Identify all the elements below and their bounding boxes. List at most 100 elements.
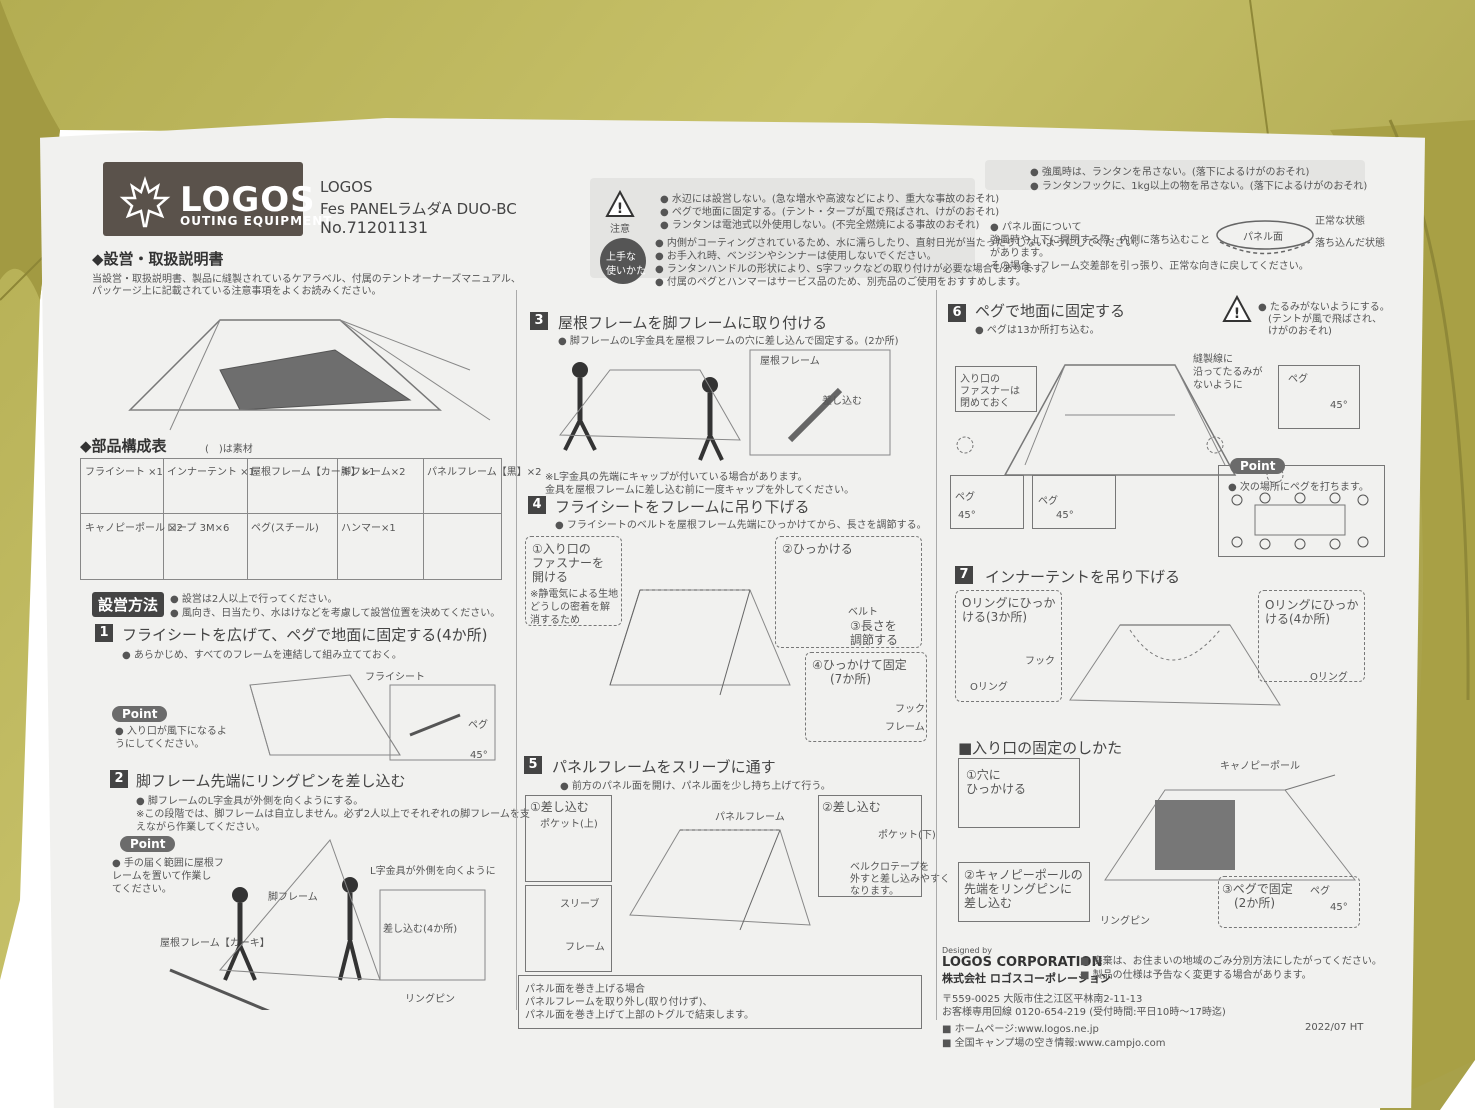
tip-line-1: ● 内側がコーティングされているため、水に濡らしたり、直射日光が当たったりしない… (655, 238, 1145, 249)
logo-wordmark: LOGOS (180, 180, 316, 220)
step-4-adjust-line1: ③長さを (850, 619, 897, 633)
wind-warning-1: ● 強風時は、ランタンを吊さない。(落下によるけがのおそれ) (1030, 167, 1310, 178)
step-4-belt-label: ベルト (848, 607, 878, 618)
step-4-zipper-line2: ファスナーを (532, 556, 605, 570)
step-7-title: インナーテントを吊り下げる (985, 568, 1181, 586)
step-6-angle-label: 45° (1330, 400, 1348, 411)
step-3-label-insert: 差し込む (822, 396, 862, 407)
usage-tip-line2: 使いかた (606, 266, 646, 277)
part-peg: ペグ(スチール) (251, 523, 319, 534)
warning-line-1: ● 水辺には設営しない。(急な増水や高波などにより、重大な事故のおそれ) (660, 194, 1000, 205)
tip-line-4: ● 付属のペグとハンマーはサービス品のため、別売品のご使用をおすすめします。 (655, 277, 1026, 288)
step-2-illustration (169, 839, 486, 1010)
step-4-callout-zipper (525, 536, 622, 626)
parts-material-note: ( )は素材 (205, 444, 253, 455)
step-2-number: 2 (110, 770, 128, 788)
step-4-note: ● フライシートのベルトを屋根フレーム先端にひっかけてから、長さを調節する。 (555, 520, 927, 531)
part-canopy-pole: キャノピーポール ×2 (85, 523, 183, 534)
step-4-number: 4 (528, 496, 546, 514)
step-5-velcro-1: ベルクロテープを (850, 862, 930, 873)
step-5-rollup-1: パネル面を巻き上げる場合 (525, 984, 645, 995)
step-6-caution-2: (テントが風で飛ばされ、 (1268, 314, 1383, 325)
step-3-caution-2: 金具を屋根フレームに差し込む前に一度キャップを外してください。 (545, 485, 855, 496)
wind-warning-2: ● ランタンフックに、1kg以上の物を吊さない。(落下によるけがのおそれ) (1030, 181, 1368, 192)
designed-by: Designed by (942, 946, 992, 955)
panel-note-2: 強風時や上下に開閉する際、内側に落ち込むこと (990, 235, 1210, 246)
step-6-peg-box-2-angle: 45° (1056, 510, 1074, 521)
step-2-label-ring-pin: リングピン (405, 994, 455, 1005)
step-4-illustration (609, 589, 791, 696)
step-6-zipper-2: ファスナーは (960, 386, 1020, 397)
entrance-step-2-box (958, 862, 1090, 922)
svg-text:!: ! (1234, 306, 1240, 322)
maple-leaf-icon (119, 176, 171, 228)
step-6-seam-2: 沿ってたるみが (1193, 367, 1263, 378)
tent-overview-illustration (128, 319, 491, 431)
step-6-peg-box-1 (950, 475, 1024, 529)
step-3-caution-1: ※L字金具の先端にキャップが付いている場合があります。 (545, 472, 808, 483)
step-5-velcro-3: なります。 (850, 886, 899, 897)
print-date: 2022/07 HT (1305, 1022, 1364, 1033)
step-1-title: フライシートを広げて、ペグで地面に固定する(4か所) (122, 626, 488, 644)
step-5-note: ● 前方のパネル面を開け、パネル面を少し持ち上げて行う。 (560, 781, 831, 792)
step-5-rollup-2: パネルフレームを取り外し(取り付けず)、 (525, 997, 713, 1008)
step-6-peg-box-2-label: ペグ (1038, 496, 1058, 507)
setup-note-2: ● 風向き、日当たり、水はけなどを考慮して設営位置を決めてください。 (170, 608, 501, 619)
step-2-point-line2: レームを置いて作業し (112, 871, 212, 882)
step-6-seam-3: ないように (1193, 380, 1243, 391)
panel-note-4: その場合、フレーム交差部を引っ張り、正常な向きに戻してください。 (990, 261, 1309, 272)
setup-note-1: ● 設営は2人以上で行ってください。 (170, 594, 338, 605)
instruction-sheet (40, 118, 1425, 1108)
step-1-label-fly-sheet: フライシート (365, 672, 425, 683)
parts-table: フライシート ×1 インナーテント ×1 屋根フレーム【カーキ】×1 脚フレーム… (80, 458, 541, 580)
step-5-frame-label: フレーム (565, 942, 605, 953)
entrance-ring-pin-label: リングピン (1100, 916, 1150, 927)
step-2-point-line3: てください。 (112, 884, 172, 895)
step-5-panel-frame-label: パネルフレーム (715, 812, 785, 823)
step-4-zipper-line3: 開ける (532, 570, 569, 584)
step-7-oring2-label: Oリング (1310, 672, 1348, 683)
panel-normal-label: 正常な状態 (1315, 216, 1365, 227)
step-6-peg-points-diagram (1231, 492, 1369, 550)
step-6-peg-angle-callout (1278, 365, 1360, 429)
part-panel-frame: パネルフレーム【黒】×2 (427, 467, 542, 478)
step-6-point-box (1218, 465, 1385, 557)
usage-tip-line1: 上手な (606, 252, 636, 263)
step-4-static-2: どうしの密着を解 (530, 602, 610, 613)
step-7-hook-label: フック (1025, 656, 1055, 667)
warning-line-3: ● ランタンは電池式以外使用しない。(不完全燃焼による事故のおそれ) (660, 220, 980, 231)
step-5-rollup-3: パネル面を巻き上げて上部のトグルで結束します。 (525, 1010, 754, 1021)
step-6-point-badge: Point (1230, 458, 1286, 474)
step-5-rollup-box (518, 975, 922, 1029)
step-4-fix-line2: (7か所) (830, 672, 871, 686)
step-1-number: 1 (95, 624, 113, 642)
part-rope: ロープ 3M×6 (167, 523, 230, 534)
setup-method-title: 設営方法 (92, 592, 165, 617)
svg-text:!: ! (617, 201, 623, 217)
step-2-note-2: ※この段階では、脚フレームは自立しません。必ず2人以上でそれぞれの脚フレームを支 (136, 809, 530, 820)
tip-line-2: ● お手入れ時、ベンジンやシンナーは使用しないでください。 (655, 251, 937, 262)
step-7-oring-2: ける(3か所) (962, 610, 1027, 624)
step-6-caution-1: ● たるみがないようにする。 (1258, 302, 1390, 313)
step-6-title: ペグで地面に固定する (975, 302, 1126, 320)
tip-line-3: ● ランタンハンドルの形状により、S字フックなどの取り付けが必要な場合もあります… (655, 264, 1052, 275)
logo-tagline: OUTING EQUIPMENT (180, 214, 333, 228)
caution-triangle-icon: ! (605, 190, 635, 217)
step-1-label-peg: ペグ (468, 720, 488, 731)
parts-list-title: ◆部品構成表 (80, 437, 167, 455)
step-2-point-line1: ● 手の届く範囲に屋根フ (112, 858, 224, 869)
step-4-fix-line1: ④ひっかけて固定 (812, 658, 907, 672)
part-inner-tent: インナーテント ×1 (167, 467, 255, 478)
step-5-insert-label: ①差し込む (530, 800, 589, 814)
step-4-title: フライシートをフレームに吊り下げる (555, 498, 810, 516)
entrance-step-3-line2: (2か所) (1234, 896, 1275, 910)
step-7-oring-label: Oリング (970, 682, 1008, 693)
step-7-illustration (1069, 624, 1281, 706)
step-2-label-roof-frame: 屋根フレーム【カーキ】 (160, 938, 270, 949)
step-5-pocket2-label: ポケット(下) (878, 830, 936, 841)
company-phone: お客様専用回線 0120-654-219 (受付時間:平日10時〜17時迄) (942, 1007, 1226, 1018)
part-roof-frame: 屋根フレーム【カーキ】×1 (251, 467, 376, 478)
step-5-velcro-2: 外すと差し込みやすく (850, 874, 950, 885)
step-6-number: 6 (948, 304, 966, 322)
